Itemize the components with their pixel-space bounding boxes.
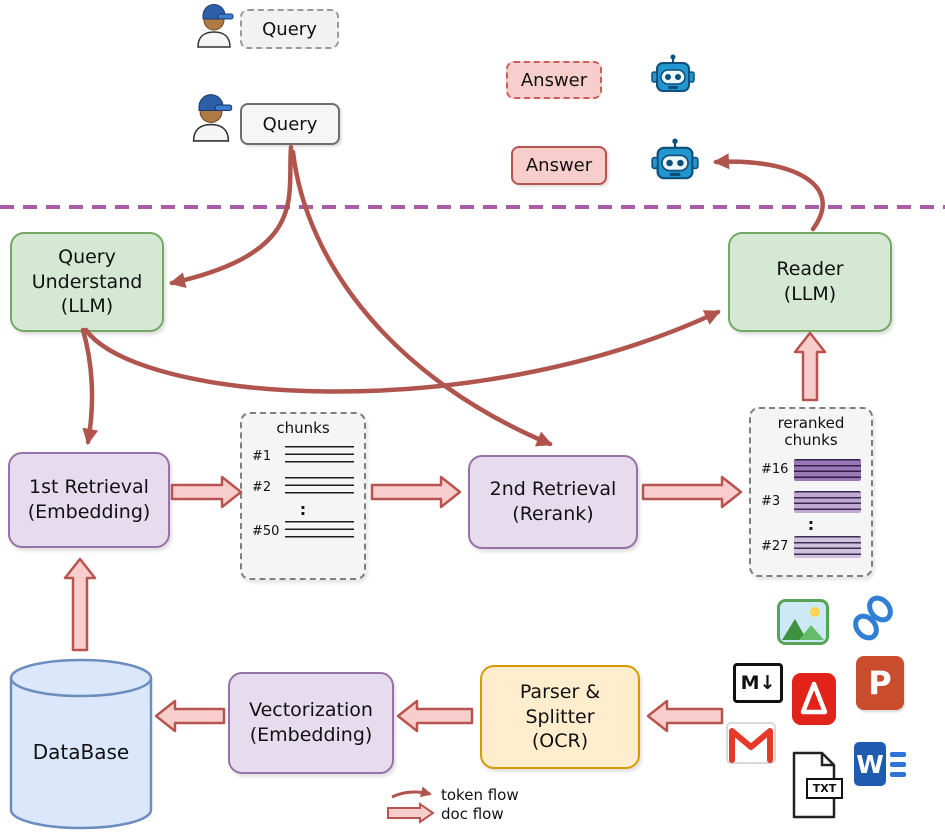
second-retrieval-node: 2nd Retrieval (Rerank) [468, 455, 638, 549]
chunks-ellipsis: : [299, 500, 307, 520]
robot-icon [650, 54, 696, 104]
user-icon [186, 92, 236, 146]
reranked-chunks-title: reranked chunks [777, 414, 845, 450]
chunk-text-lines [285, 446, 354, 468]
chunk-item: #50 [252, 521, 354, 543]
chunk-text-lines [285, 521, 354, 543]
arrow-first-retrieval-to-chunks [170, 475, 243, 509]
query-box: Query [240, 103, 340, 145]
chunk-item: #2 [252, 477, 354, 499]
reader-node: Reader (LLM) [728, 232, 892, 332]
powerpoint-icon: P [856, 656, 904, 710]
txt-label: TXT [806, 778, 843, 799]
arrow-reader-to-answer [713, 153, 825, 232]
database-label: DataBase [32, 740, 130, 764]
user-icon [192, 2, 236, 52]
query-box-dashed: Query [240, 9, 339, 49]
word-icon: W [854, 738, 908, 790]
chunk-id: #3 [761, 494, 781, 509]
markdown-icon: M↓ [733, 663, 783, 703]
arrow-understand-to-reader [83, 309, 721, 394]
arrow-second-retrieval-to-reranked [641, 475, 743, 509]
legend-doc-arrow [387, 802, 435, 824]
arrow-docs-to-parser [646, 699, 724, 733]
reranked-chunks-box: reranked chunks #16 #3 : #27 [749, 407, 873, 577]
reranked-chunk-item: #16 [761, 458, 861, 481]
legend-doc-flow-label: doc flow [441, 805, 504, 823]
chunk-id: #27 [761, 539, 789, 555]
chunk-id: #50 [252, 524, 280, 540]
legend-token-arrow [391, 786, 432, 799]
chunks-title: chunks [276, 419, 330, 437]
arrow-database-to-first-retrieval [63, 557, 97, 652]
arrow-query-to-second-retrieval [290, 149, 553, 447]
chunk-text-lines [285, 477, 354, 499]
database-node: DataBase [8, 658, 154, 832]
gmail-icon [726, 722, 776, 768]
arrow-vectorization-to-database [154, 699, 226, 733]
word-text-lines [890, 751, 906, 777]
reranked-chunk-item: #3 [761, 490, 861, 513]
database-cylinder-icon [9, 658, 153, 830]
link-icon [851, 592, 895, 648]
arrow-parser-to-vectorization [396, 699, 474, 733]
arrow-query-to-understand [169, 144, 294, 288]
chunk-text-lines [794, 490, 861, 513]
txt-file-icon: TXT [786, 750, 843, 824]
token-flow-arrows [80, 144, 825, 447]
arrow-understand-to-first-retrieval [80, 327, 99, 445]
arrow-chunks-to-second-retrieval [370, 475, 462, 509]
arrow-reranked-to-reader [793, 331, 827, 402]
reranked-ellipsis: : [807, 514, 815, 534]
robot-icon [650, 138, 700, 192]
legend-token-flow-label: token flow [441, 786, 519, 804]
query-understand-node: Query Understand (LLM) [10, 232, 164, 332]
chunk-id: #16 [761, 462, 789, 477]
answer-box-dashed: Answer [506, 61, 602, 99]
image-icon [777, 599, 829, 649]
vectorization-node: Vectorization (Embedding) [228, 672, 394, 774]
chunk-text-lines [794, 458, 861, 481]
doc-flow-arrows [63, 331, 827, 733]
first-retrieval-node: 1st Retrieval (Embedding) [8, 452, 170, 548]
chunk-id: #2 [252, 480, 272, 496]
word-letter: W [854, 742, 886, 786]
chunk-item: #1 [252, 446, 354, 468]
parser-splitter-node: Parser & Splitter (OCR) [480, 665, 640, 769]
reranked-chunk-item: #27 [761, 535, 861, 558]
chunk-text-lines [794, 535, 861, 558]
pdf-icon [791, 672, 837, 730]
answer-box: Answer [511, 146, 607, 185]
chunk-id: #1 [252, 449, 272, 465]
chunks-box: chunks #1 #2 : #50 [240, 412, 366, 580]
